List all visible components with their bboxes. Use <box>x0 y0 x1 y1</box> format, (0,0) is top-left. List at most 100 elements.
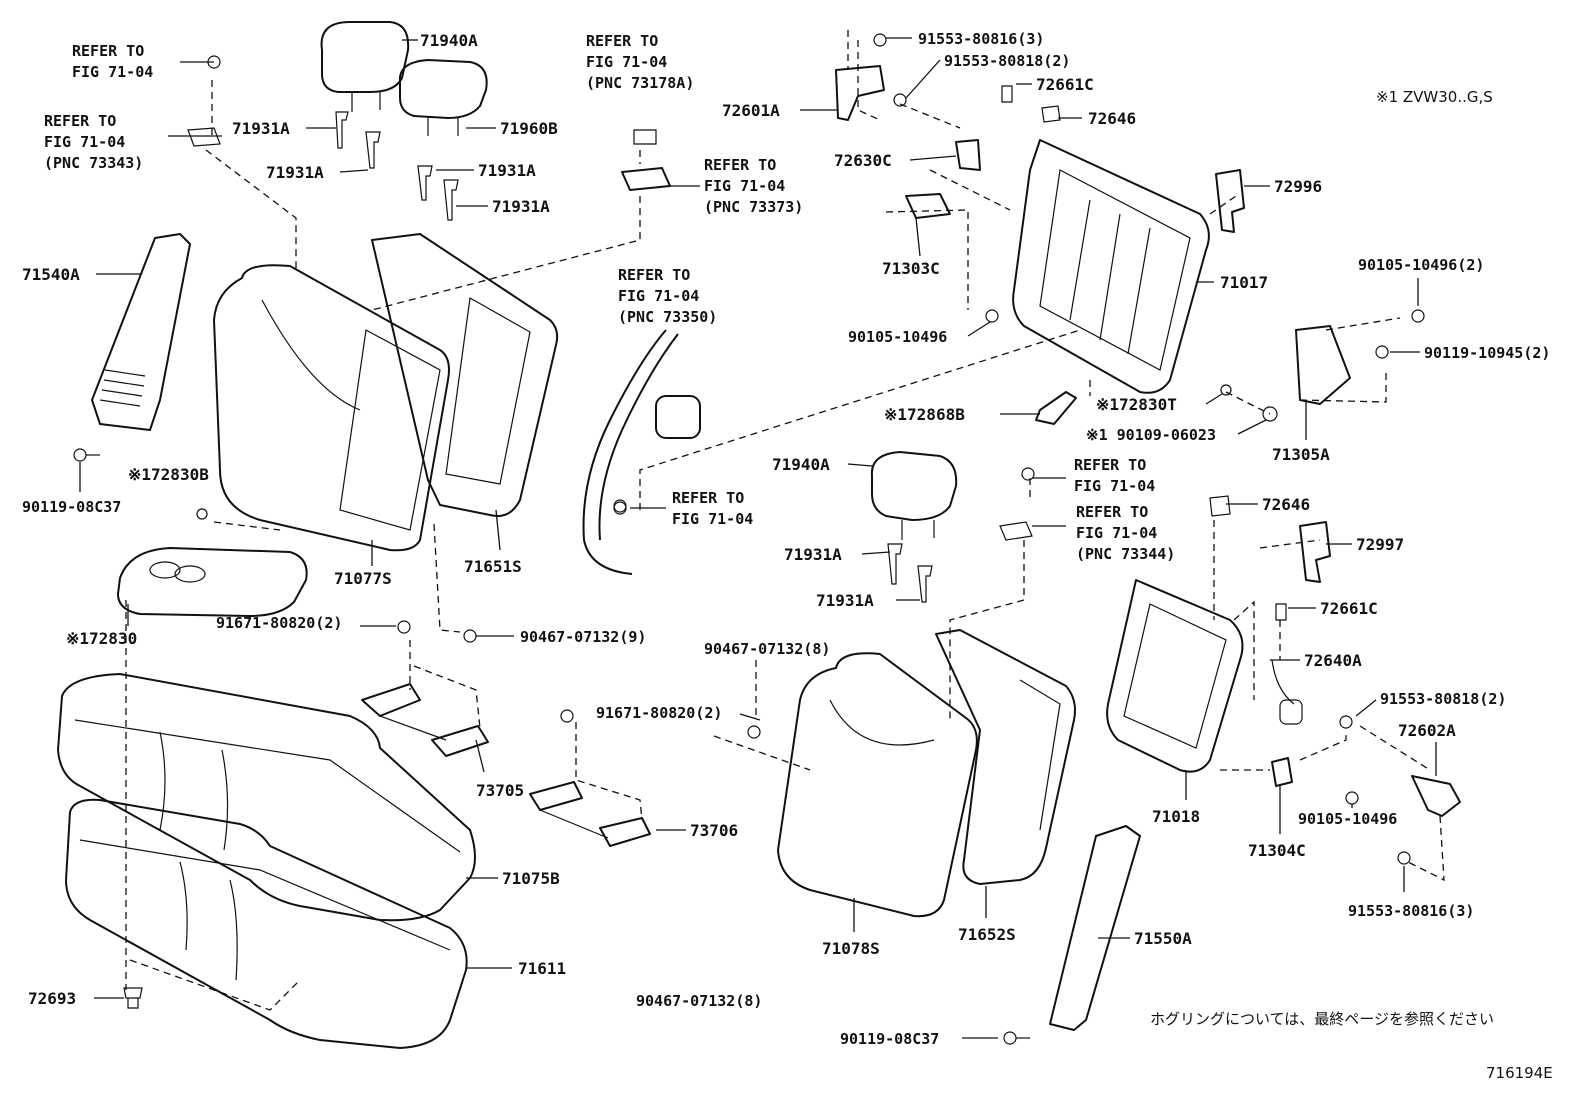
hog-ring-note: ホグリングについては、最終ページを参照ください <box>1150 1010 1494 1028</box>
seat-back-71078S <box>777 652 978 918</box>
label-71652S: 71652S <box>958 925 1016 944</box>
label-model-note: ※1 ZVW30..G,S <box>1376 88 1493 106</box>
label-71550A: 71550A <box>1134 929 1192 948</box>
hinge-71304C <box>1271 757 1293 787</box>
cover-72868B <box>1035 391 1077 425</box>
seat-cushion-71075B <box>57 673 476 922</box>
label-72830B: ※172830B <box>128 465 209 484</box>
latch-72630C <box>955 139 981 171</box>
label-71931A-5: 71931A <box>784 545 842 564</box>
label-71931A-4: 71931A <box>492 197 550 216</box>
label-71075B: 71075B <box>502 869 560 888</box>
label-71931A-6: 71931A <box>816 591 874 610</box>
label-90109-06023: ※1 90109-06023 <box>1086 426 1216 444</box>
side-bolster-71550A <box>1049 825 1141 1031</box>
label-72693: 72693 <box>28 989 76 1008</box>
label-72646-top: 72646 <box>1088 109 1136 128</box>
headrest-71940A-top <box>320 21 410 112</box>
label-71931A-1: 71931A <box>232 119 290 138</box>
frame-71017 <box>1012 139 1210 394</box>
diagram-id: 716194E <box>1486 1064 1553 1082</box>
guide-pins-left <box>335 111 459 221</box>
label-71018: 71018 <box>1152 807 1200 826</box>
headrest-71940A-mid <box>870 451 958 603</box>
cable-72640A <box>1271 659 1303 725</box>
label-71611: 71611 <box>518 959 566 978</box>
label-73705: 73705 <box>476 781 524 800</box>
bracket-73706 <box>529 781 651 847</box>
label-91553-80818-top: 91553-80818(2) <box>944 52 1070 70</box>
bolt-90119-08C37-bottom <box>1003 1031 1030 1045</box>
label-91553-80816-top: 91553-80816(3) <box>918 30 1044 48</box>
label-72661C-top: 72661C <box>1036 75 1094 94</box>
label-71305A: 71305A <box>1272 445 1330 464</box>
label-71017: 71017 <box>1220 273 1268 292</box>
hinge-71303C <box>905 193 951 219</box>
headrest-71960B <box>398 59 488 136</box>
label-71651S: 71651S <box>464 557 522 576</box>
seat-belt-73350 <box>582 329 701 575</box>
side-bolster-71540A <box>91 233 191 431</box>
label-71078S: 71078S <box>822 939 880 958</box>
label-91553-80818-mid: 91553-80818(2) <box>1380 690 1506 708</box>
armrest-72830 <box>117 547 308 617</box>
label-72868B: ※172868B <box>884 405 965 424</box>
label-72602A: 72602A <box>1398 721 1456 740</box>
label-72661C-mid: 72661C <box>1320 599 1378 618</box>
label-72997: 72997 <box>1356 535 1404 554</box>
label-71077S: 71077S <box>334 569 392 588</box>
label-72646-mid: 72646 <box>1262 495 1310 514</box>
label-71960B: 71960B <box>500 119 558 138</box>
label-72630C: 72630C <box>834 151 892 170</box>
label-91671-80820-b: 91671-80820(2) <box>596 704 722 722</box>
leader-lines <box>79 37 1437 1039</box>
refer-tab-73178A <box>621 129 671 191</box>
fastener-marks <box>187 55 1425 865</box>
label-90467-07132-9: 90467-07132(9) <box>520 628 646 646</box>
label-71540A: 71540A <box>22 265 80 284</box>
label-90467-07132-8b: 90467-07132(8) <box>636 992 762 1010</box>
label-71304C: 71304C <box>1248 841 1306 860</box>
seat-back-71077S <box>213 264 450 552</box>
label-91671-80820-a: 91671-80820(2) <box>216 614 342 632</box>
label-71940A-mid: 71940A <box>772 455 830 474</box>
lever-72602A <box>1411 775 1461 817</box>
label-90119-08C37-left: 90119-08C37 <box>22 498 121 516</box>
bracket-73705 <box>361 683 489 757</box>
clip-72830B <box>196 508 208 520</box>
label-71940A-top: 71940A <box>420 31 478 50</box>
label-72640A: 72640A <box>1304 651 1362 670</box>
assembly-lines <box>125 30 1445 1011</box>
label-72601A: 72601A <box>722 101 780 120</box>
label-71303C: 71303C <box>882 259 940 278</box>
seat-back-frame-71651S <box>371 233 559 517</box>
cover-72997 <box>1299 521 1331 583</box>
cover-72996 <box>1215 169 1245 233</box>
label-90119-10945-2: 90119-10945(2) <box>1424 344 1550 362</box>
label-71931A-2: 71931A <box>266 163 324 182</box>
label-91553-80816-bot: 91553-80816(3) <box>1348 902 1474 920</box>
label-72996: 72996 <box>1274 177 1322 196</box>
clip-72693 <box>123 987 143 1009</box>
label-73706: 73706 <box>690 821 738 840</box>
bolt-90119-08C37-left <box>73 448 100 462</box>
label-90105-10496-a: 90105-10496 <box>848 328 947 346</box>
seat-back-frame-71652S <box>935 629 1076 885</box>
label-72830T: ※172830T <box>1096 395 1177 414</box>
label-90119-08C37-bottom: 90119-08C37 <box>840 1030 939 1048</box>
frame-71018 <box>1106 579 1244 773</box>
seat-cushion-frame-71611 <box>65 798 468 1049</box>
label-71931A-3: 71931A <box>478 161 536 180</box>
label-90105-10496-b: 90105-10496 <box>1298 810 1397 828</box>
label-90105-10496-2: 90105-10496(2) <box>1358 256 1484 274</box>
hinge-71305A <box>1295 325 1351 405</box>
